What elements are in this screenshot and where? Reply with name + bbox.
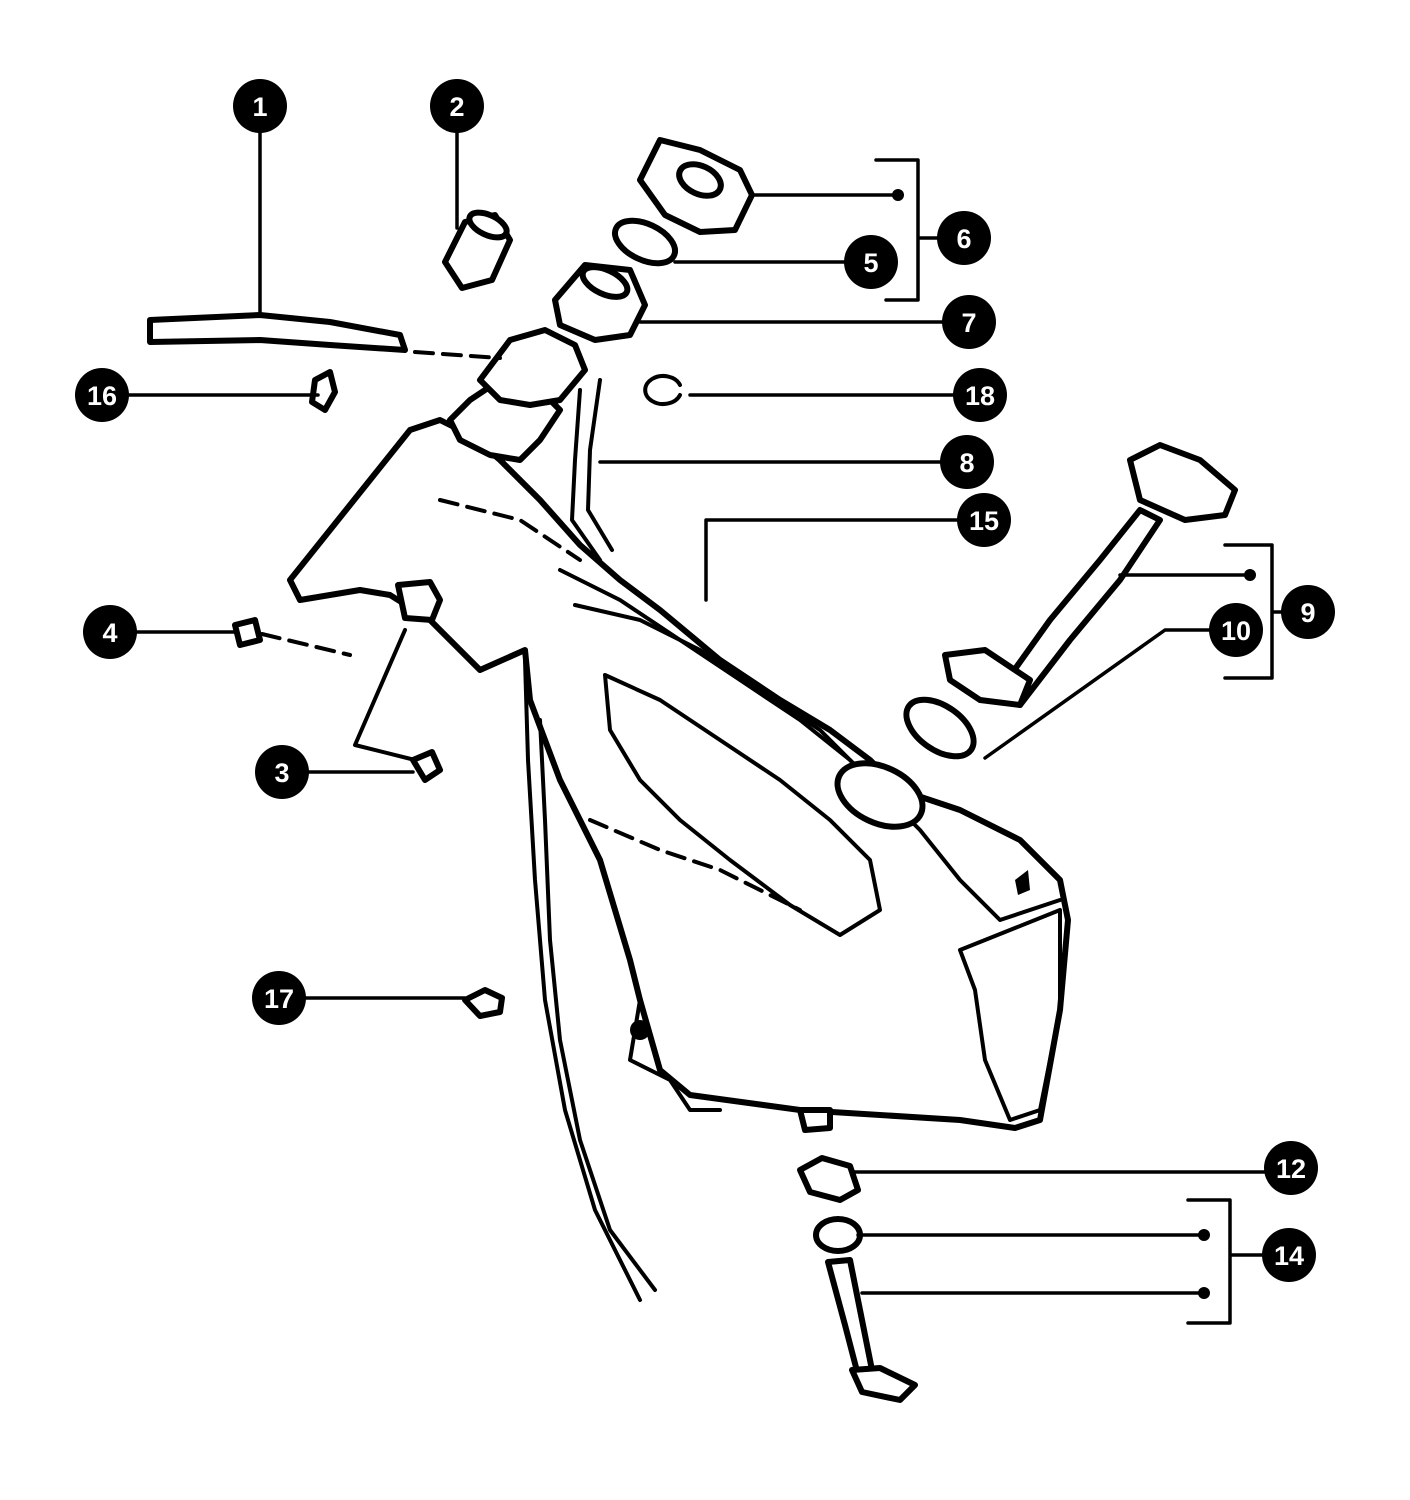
callout-3-label: 3 xyxy=(274,758,289,788)
tank-bracket xyxy=(395,579,443,623)
callout-8-label: 8 xyxy=(959,448,974,478)
part-3-nut xyxy=(410,749,443,783)
callout-10: 10 xyxy=(1209,603,1263,657)
fuel-tank-body xyxy=(287,417,1071,1131)
callout-7: 7 xyxy=(942,295,996,349)
leader-dot-14-a xyxy=(1198,1229,1210,1241)
vent-hose-outer xyxy=(523,658,642,1302)
callout-16: 16 xyxy=(75,368,129,422)
leader-15 xyxy=(704,518,960,602)
part-6-cap-knob xyxy=(676,161,724,199)
bracket-14 xyxy=(1186,1198,1264,1325)
part-12-valve xyxy=(797,1155,861,1203)
callout-markers: 1 2 6 5 7 18 8 15 16 4 3 17 9 10 12 14 xyxy=(75,79,1335,1282)
tank-front-face xyxy=(958,908,1062,1122)
part-1-hose-end xyxy=(413,350,502,360)
tank-drain-spout xyxy=(797,1107,833,1133)
tank-mid-seam xyxy=(588,818,802,912)
tank-front-mark xyxy=(1015,870,1030,895)
part-9-sender-tube xyxy=(997,507,1163,708)
callout-15: 15 xyxy=(957,493,1011,547)
callout-2-label: 2 xyxy=(449,92,464,122)
part-2-sleeve-top xyxy=(466,209,510,241)
callout-6: 6 xyxy=(937,211,991,265)
callout-9: 9 xyxy=(1281,585,1335,639)
callout-5: 5 xyxy=(844,235,898,289)
part-9-sender-head xyxy=(1127,442,1238,523)
bracket-9 xyxy=(1223,543,1284,680)
callout-7-label: 7 xyxy=(961,308,976,338)
vent-hose xyxy=(538,718,657,1292)
callout-12: 12 xyxy=(1264,1141,1318,1195)
part-8-breather xyxy=(570,388,602,562)
part-16-clip xyxy=(309,369,338,413)
part-4-bolt xyxy=(232,617,263,648)
leader-dot-14-b xyxy=(1198,1287,1210,1299)
parts-artwork xyxy=(147,137,1238,1403)
callout-12-label: 12 xyxy=(1276,1154,1306,1184)
part-1-hose xyxy=(147,312,408,353)
callout-10-label: 10 xyxy=(1221,616,1251,646)
leader-dot-6 xyxy=(892,189,904,201)
part-7-adapter-top xyxy=(579,264,631,300)
part-3-leader-bracket xyxy=(353,628,417,762)
leader-dot-9 xyxy=(1244,569,1256,581)
part-5-seal xyxy=(612,217,678,267)
callout-14: 14 xyxy=(1262,1228,1316,1282)
part-10-seal-ring xyxy=(903,696,977,760)
callout-3: 3 xyxy=(255,745,309,799)
tank-mount-hole xyxy=(630,1020,650,1040)
callout-5-label: 5 xyxy=(863,248,878,278)
tank-top-rail xyxy=(558,568,882,792)
leader-10 xyxy=(983,628,1212,760)
callout-6-label: 6 xyxy=(956,224,971,254)
tank-panel xyxy=(603,673,882,937)
tank-pump-port xyxy=(834,760,926,830)
callout-8: 8 xyxy=(940,435,994,489)
callout-17-label: 17 xyxy=(264,984,294,1014)
callout-1-label: 1 xyxy=(252,92,267,122)
part-17-clip xyxy=(462,987,505,1019)
callout-14-label: 14 xyxy=(1274,1241,1304,1271)
part-14-drain-hose xyxy=(825,1257,875,1378)
part-14-washer xyxy=(813,1216,863,1254)
callout-9-label: 9 xyxy=(1300,598,1315,628)
filler-neck-top xyxy=(477,327,588,408)
callout-18-label: 18 xyxy=(965,381,995,411)
callout-4: 4 xyxy=(83,605,137,659)
callout-17: 17 xyxy=(252,971,306,1025)
tank-left-seam xyxy=(438,498,582,562)
tank-lower-flange xyxy=(628,998,722,1112)
callout-16-label: 16 xyxy=(87,381,117,411)
callout-2: 2 xyxy=(430,79,484,133)
callout-15-label: 15 xyxy=(969,506,999,536)
bracket-6 xyxy=(874,158,940,302)
part-14-hose-end xyxy=(849,1365,918,1403)
callout-1: 1 xyxy=(233,79,287,133)
part-9-sender-base xyxy=(942,647,1033,708)
leader-lines xyxy=(126,104,1284,1325)
part-4-bolt-shank xyxy=(260,632,352,657)
part-8-breather-b xyxy=(586,378,614,552)
callout-18: 18 xyxy=(953,368,1007,422)
part-18-clip xyxy=(643,374,682,406)
callout-4-label: 4 xyxy=(102,618,117,648)
